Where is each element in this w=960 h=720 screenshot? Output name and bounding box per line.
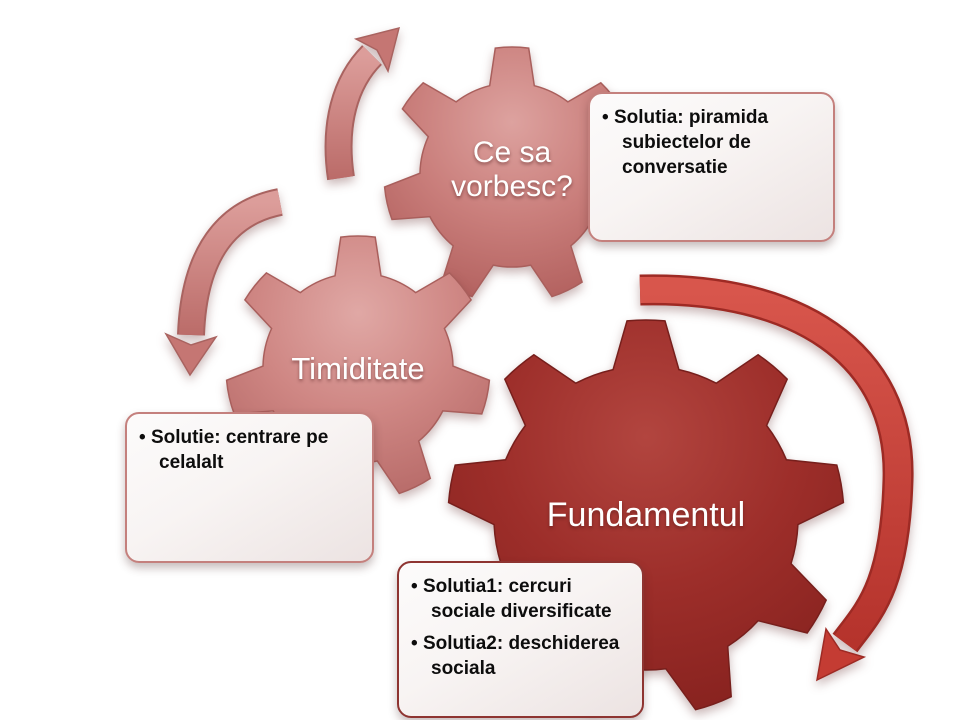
callout-bullet-list: Solutie: centrare pe celalalt [127,414,372,486]
bullet-item: Solutie: centrare pe celalalt [139,425,360,475]
curved-arrow-up [324,26,401,181]
callout-solutii-fundament: Solutia1: cercuri sociale diversificate … [397,561,644,718]
gear-ce-sa-vorbesc [383,46,641,298]
arrow-up-head-icon [353,26,401,74]
gear-label-ce-sa-vorbesc: Ce sa vorbesc? [451,136,573,203]
arrow-cycle-head-icon [816,627,867,682]
callout-bullet-list: Solutia: piramida subiectelor de convers… [590,94,833,191]
bullet-item: Solutia1: cercuri sociale diversificate [411,574,630,624]
gear-label-fundamentul: Fundamentul [546,496,746,534]
bullet-item: Solutia2: deschiderea sociala [411,631,630,681]
bullet-item: Solutia: piramida subiectelor de convers… [602,105,821,180]
curved-arrow-down [164,188,284,377]
arrow-down-head-icon [164,332,218,377]
gear-label-timiditate: Timiditate [291,351,425,386]
callout-bullet-list: Solutia1: cercuri sociale diversificate … [399,563,642,692]
callout-solutie-centrare: Solutie: centrare pe celalalt [125,412,374,563]
curved-arrow-cycle [639,274,914,682]
callout-solutia-piramida: Solutia: piramida subiectelor de convers… [588,92,835,242]
